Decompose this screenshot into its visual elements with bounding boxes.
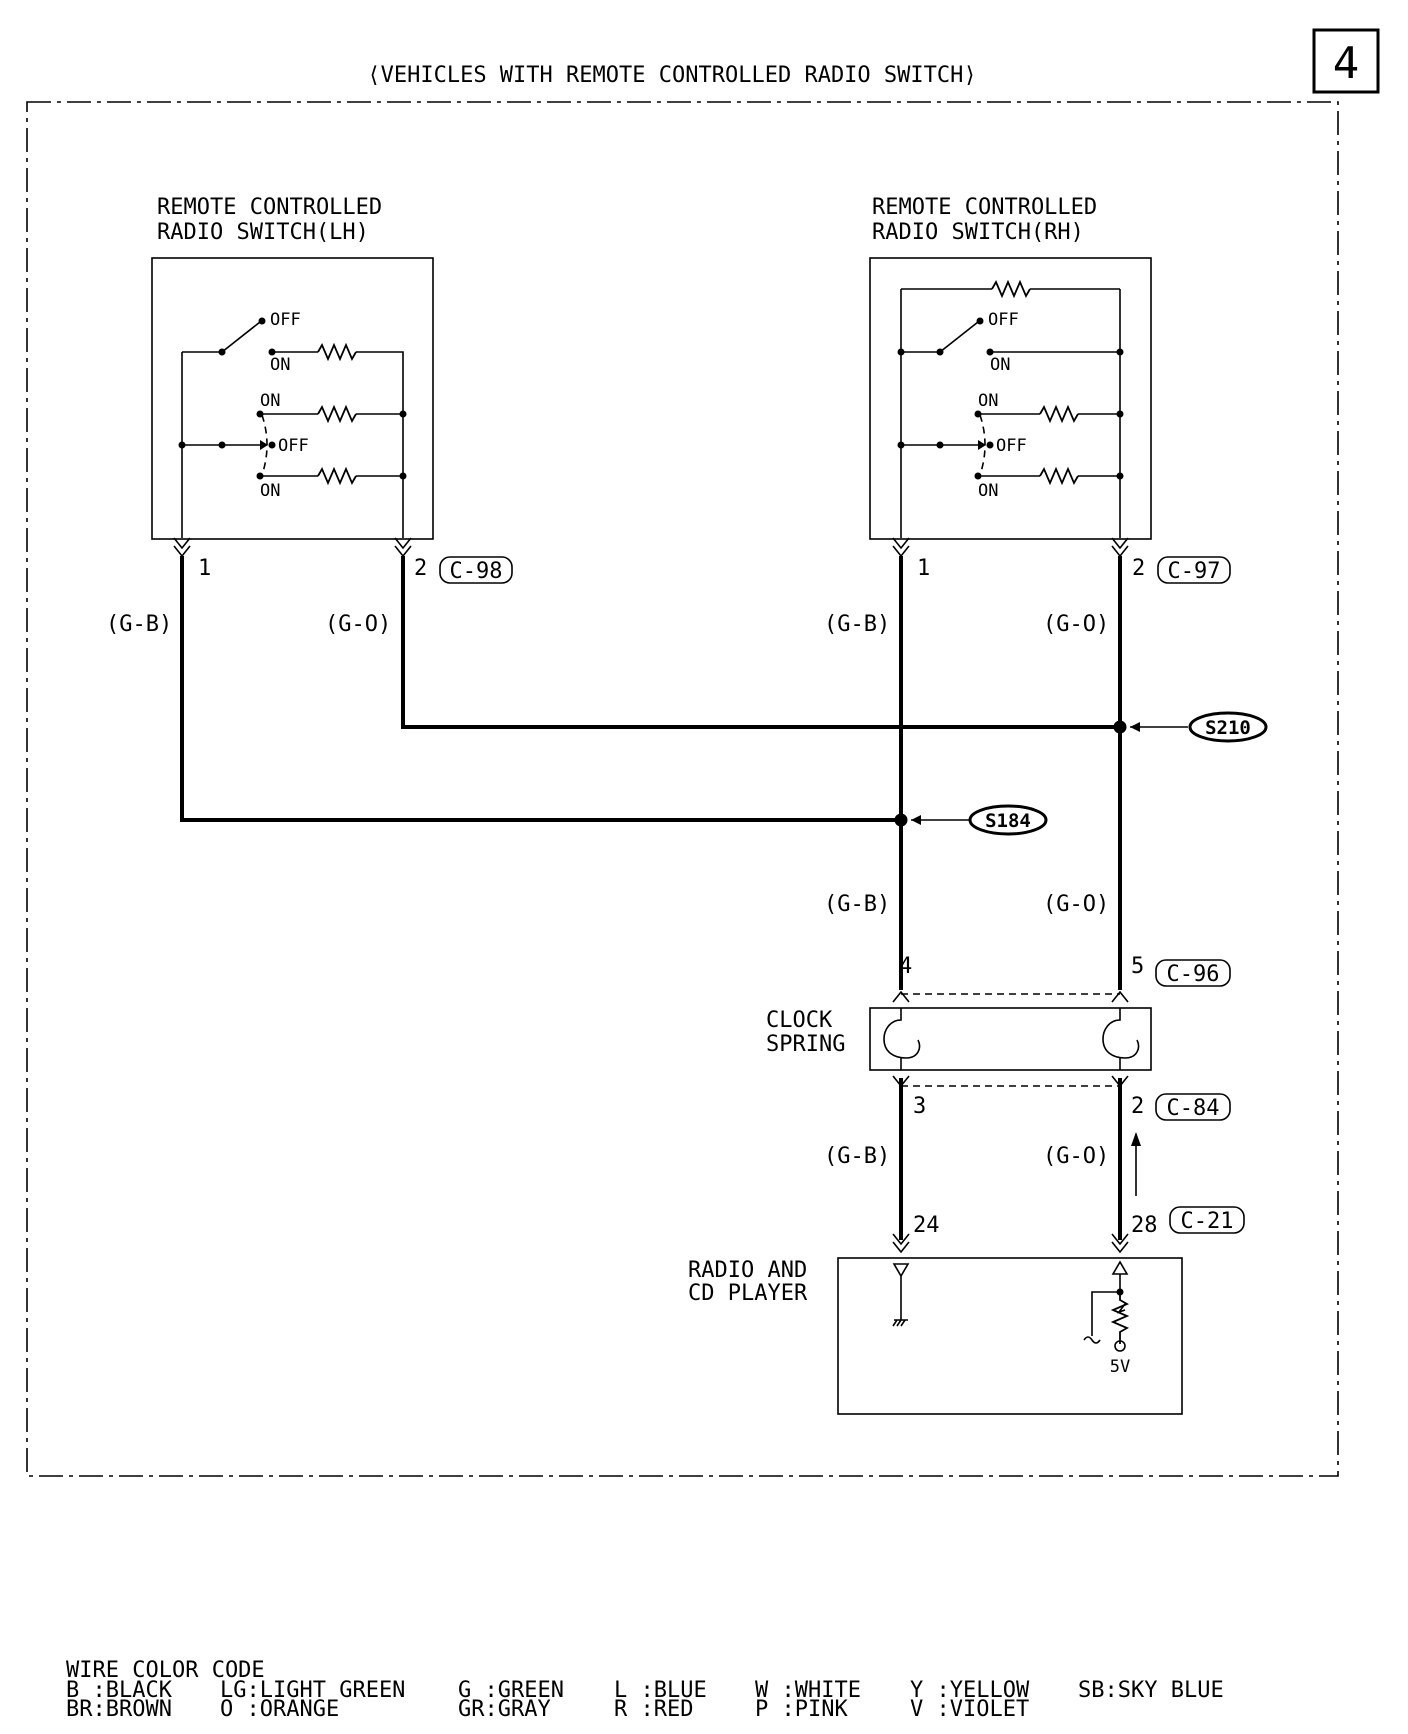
radio-label-line2: CD PLAYER xyxy=(688,1281,808,1306)
wire-label-rh-go: (G-O) xyxy=(1043,612,1109,637)
cs-pin5: 5 xyxy=(1131,954,1144,979)
legend-item: G :GREEN xyxy=(458,1678,564,1703)
switch-lh-label-line2: RADIO SWITCH(LH) xyxy=(157,220,369,245)
rh-mid-on: ON xyxy=(978,391,998,411)
radio-cd-player xyxy=(837,1257,1183,1415)
wire-label-low-gb: (G-B) xyxy=(824,1144,890,1169)
rh-pin1-connector xyxy=(892,537,910,557)
splice-s184: S184 xyxy=(985,810,1031,832)
radio-voltage-label: 5V xyxy=(1110,1357,1130,1377)
clock-spring-label-line2: SPRING xyxy=(766,1032,845,1057)
splice-dot-s210 xyxy=(1113,720,1127,734)
switch-lh-label-line1: REMOTE CONTROLLED xyxy=(157,195,382,220)
legend-item: P :PINK xyxy=(755,1697,848,1722)
lh-mid-on: ON xyxy=(260,391,280,411)
connector-c96: C-96 xyxy=(1167,962,1220,987)
lh-pin1-connector xyxy=(173,537,191,557)
rh-mid-off: OFF xyxy=(996,436,1027,456)
switch-rh-label-line1: REMOTE CONTROLLED xyxy=(872,195,1097,220)
connector-tag-c84 xyxy=(1155,1093,1231,1121)
wire-label-lh-gb: (G-B) xyxy=(106,612,172,637)
rh-low-on: ON xyxy=(978,481,998,501)
switch-rh xyxy=(869,257,1152,540)
lh-mid-off: OFF xyxy=(278,436,309,456)
legend-item: L :BLUE xyxy=(614,1678,707,1703)
splice-tag-s184 xyxy=(968,804,1048,836)
lh-top-off: OFF xyxy=(270,310,301,330)
rh-pin2: 2 xyxy=(1132,556,1145,581)
rh-pin2-connector xyxy=(1111,537,1129,557)
page-number-box xyxy=(1312,28,1380,94)
legend-item: W :WHITE xyxy=(755,1678,861,1703)
wire-color-legend: WIRE COLOR CODE B :BLACK LG:LIGHT GREEN … xyxy=(66,1658,1224,1722)
diagram-title: ⟨VEHICLES WITH REMOTE CONTROLLED RADIO S… xyxy=(367,63,976,88)
legend-item: O :ORANGE xyxy=(220,1697,339,1722)
connector-c97: C-97 xyxy=(1168,559,1221,584)
connector-c98: C-98 xyxy=(450,559,503,584)
wire-harness xyxy=(180,556,1122,1240)
radio-label-line1: RADIO AND xyxy=(688,1258,807,1283)
legend-item: Y :YELLOW xyxy=(910,1678,1030,1703)
lh-pin2-connector xyxy=(394,537,412,557)
splice-dot-s184 xyxy=(894,813,908,827)
legend-item: R :RED xyxy=(614,1697,693,1722)
outer-frame xyxy=(26,101,1339,1477)
clock-spring-label-line1: CLOCK xyxy=(766,1008,833,1033)
rh-top-off: OFF xyxy=(988,310,1019,330)
switch-lh xyxy=(151,257,434,540)
legend-item: V :VIOLET xyxy=(910,1697,1029,1722)
wire-label-mid-gb: (G-B) xyxy=(824,892,890,917)
connector-tag-c21 xyxy=(1169,1206,1245,1234)
connector-tag-c98 xyxy=(439,556,513,584)
page-number: 4 xyxy=(1333,38,1360,89)
lh-pin2: 2 xyxy=(414,556,427,581)
wire-label-low-go: (G-O) xyxy=(1043,1144,1109,1169)
rh-pin1: 1 xyxy=(917,556,930,581)
radio-pin28: 28 xyxy=(1131,1213,1158,1238)
lh-top-on: ON xyxy=(270,355,290,375)
switch-rh-label-line2: RADIO SWITCH(RH) xyxy=(872,220,1084,245)
connector-c21: C-21 xyxy=(1181,1209,1234,1234)
legend-title: WIRE COLOR CODE xyxy=(66,1658,265,1683)
legend-item: LG:LIGHT GREEN xyxy=(220,1678,405,1703)
wire-label-lh-go: (G-O) xyxy=(325,612,391,637)
splice-tag-s210 xyxy=(1188,711,1268,743)
legend-item: BR:BROWN xyxy=(66,1697,172,1722)
legend-item: GR:GRAY xyxy=(458,1697,551,1722)
lh-pin1: 1 xyxy=(198,556,211,581)
radio-pin24: 24 xyxy=(913,1213,940,1238)
wire-label-mid-go: (G-O) xyxy=(1043,892,1109,917)
legend-item: SB:SKY BLUE xyxy=(1078,1678,1224,1703)
connector-c84: C-84 xyxy=(1167,1096,1220,1121)
wire-label-rh-gb: (G-B) xyxy=(824,612,890,637)
cs-pin4: 4 xyxy=(899,954,912,979)
connector-tag-c96 xyxy=(1155,959,1231,987)
clock-spring xyxy=(869,990,1152,1088)
cs-pin2: 2 xyxy=(1131,1094,1144,1119)
connector-tag-c97 xyxy=(1157,556,1231,584)
splice-s210: S210 xyxy=(1205,717,1251,739)
rh-top-on: ON xyxy=(990,355,1010,375)
legend-item: B :BLACK xyxy=(66,1678,173,1703)
cs-pin3: 3 xyxy=(913,1094,926,1119)
lh-low-on: ON xyxy=(260,481,280,501)
